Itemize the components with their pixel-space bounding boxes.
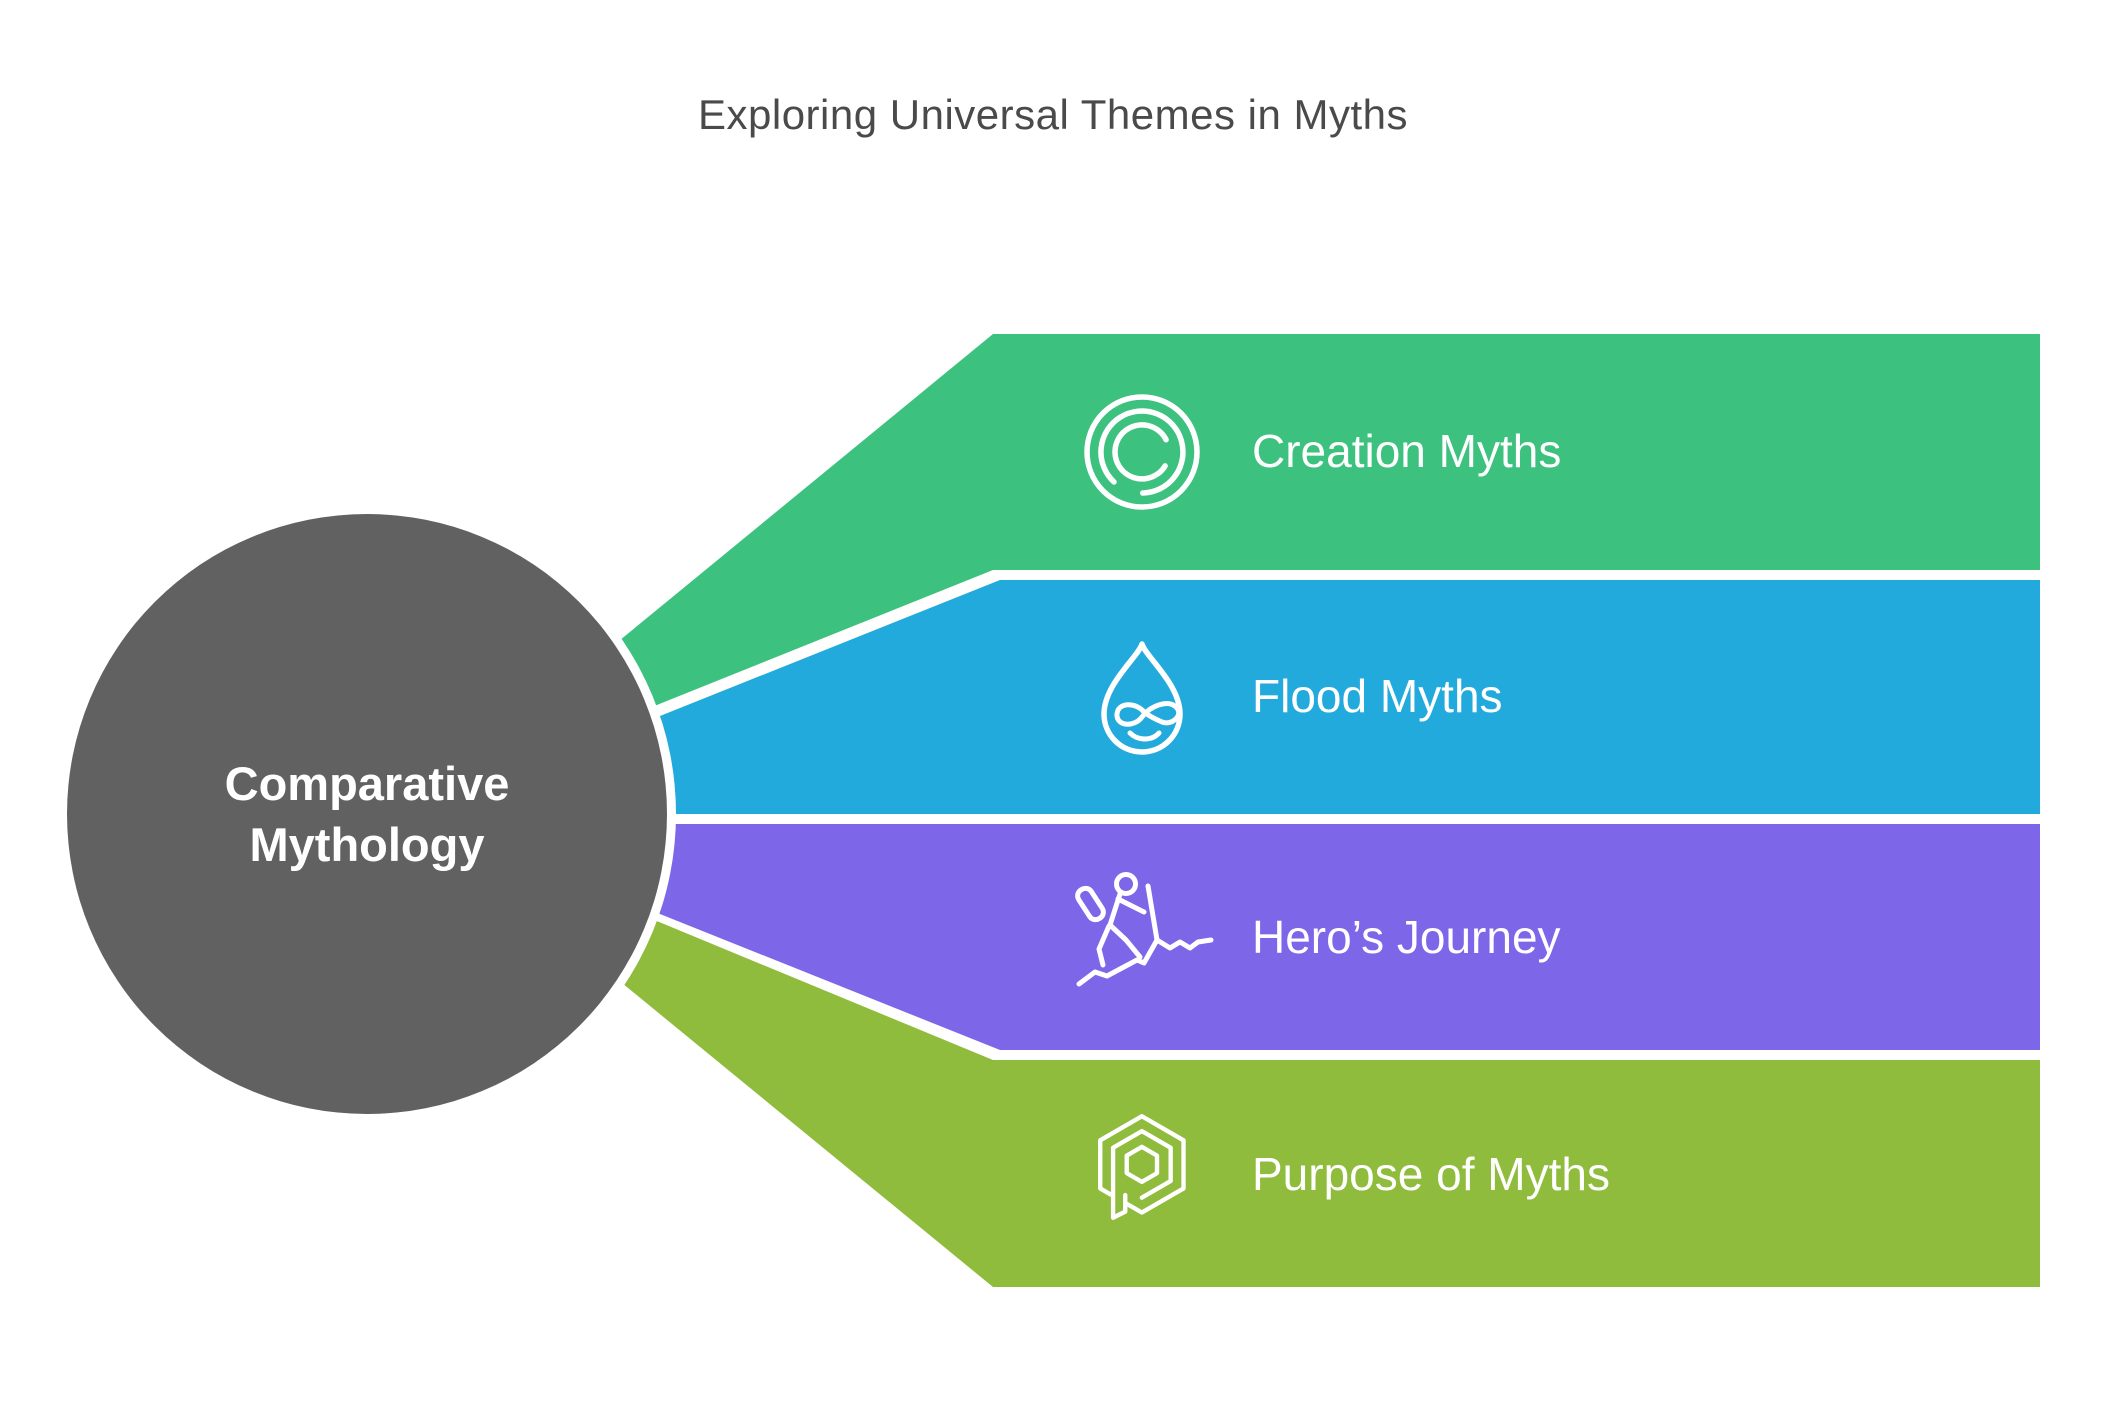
band-shape-purpose-of-myths [434, 829, 2040, 1287]
center-circle-label: Comparative Mythology [224, 757, 510, 871]
band-label-purpose-of-myths: Purpose of Myths [1252, 1148, 1610, 1200]
band-shape-creation-myths [430, 334, 2040, 796]
concentric-rings-icon [1084, 394, 1200, 510]
band-shape-flood-myths [415, 580, 2040, 814]
band-label-heros-journey: Hero’s Journey [1252, 911, 1561, 963]
center-circle [67, 514, 667, 1114]
water-drop-icon [1101, 641, 1183, 755]
band-shape-heros-journey [435, 824, 2040, 1050]
diagram-title: Exploring Universal Themes in Myths [698, 91, 1408, 138]
hiker-icon [1075, 872, 1214, 987]
hexagon-p-icon [1098, 1114, 1186, 1220]
band-label-flood-myths: Flood Myths [1252, 670, 1503, 722]
band-label-creation-myths: Creation Myths [1252, 425, 1562, 477]
